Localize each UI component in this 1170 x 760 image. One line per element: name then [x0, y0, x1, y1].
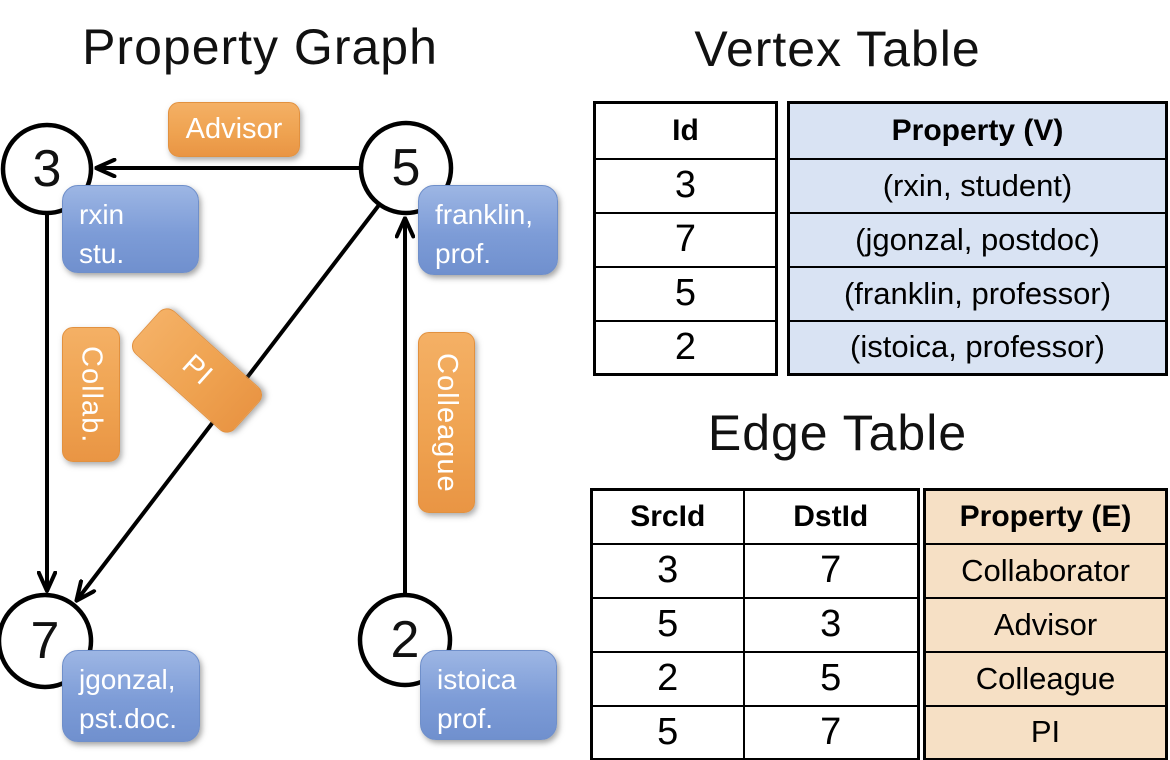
table-row: Advisor — [923, 596, 1168, 653]
edge-src-cell: 5 — [590, 596, 745, 653]
edge-property-cell: Colleague — [923, 650, 1168, 707]
vertex-label-istoica: istoica prof. — [420, 650, 557, 740]
vertex-id-cell: 5 — [593, 265, 778, 322]
vertex-property-cell: (franklin, professor) — [787, 265, 1168, 322]
edge-property-header: Property (E) — [923, 488, 1168, 545]
table-row: 5 — [593, 265, 778, 322]
vertex-table-title: Vertex Table — [694, 21, 981, 77]
edge-label-text: Advisor — [185, 113, 283, 145]
table-row: 3 — [593, 157, 778, 214]
node-id-5: 5 — [391, 139, 421, 197]
vertex-property-cell: (istoica, professor) — [787, 319, 1168, 376]
vertex-label-line: stu. — [79, 238, 125, 269]
vertex-label-line: rxin — [79, 199, 125, 230]
table-row: 7 — [593, 211, 778, 268]
edge-dst-cell: 7 — [742, 542, 920, 599]
edge-dst-cell: 7 — [742, 704, 920, 760]
table-row: Collaborator — [923, 542, 1168, 599]
vertex-label-line: pst.doc. — [79, 703, 178, 734]
edge-label-text: Colleague — [431, 352, 463, 493]
vertex-prop-body: (rxin, student)(jgonzal, postdoc)(frankl… — [787, 157, 1168, 376]
table-row: (istoica, professor) — [787, 319, 1168, 376]
table-row: PI — [923, 704, 1168, 760]
vertex-label-line: prof. — [435, 238, 492, 269]
edge-label-text: Collab. — [75, 345, 108, 444]
property-graph-title: Property Graph — [82, 19, 438, 75]
edge-src-header: SrcId — [590, 488, 745, 545]
vertex-label-line: franklin, — [435, 199, 534, 230]
node-id-3: 3 — [32, 140, 62, 198]
vertex-property-cell: (jgonzal, postdoc) — [787, 211, 1168, 268]
edge-label-colleague: Colleague — [418, 332, 475, 513]
vertex-label-rxin: rxin stu. — [62, 185, 199, 273]
vertex-label-line: prof. — [437, 703, 494, 734]
table-row: (rxin, student) — [787, 157, 1168, 214]
edge-label-advisor: Advisor — [168, 102, 300, 157]
vertex-property-header: Property (V) — [787, 101, 1168, 160]
vertex-label-franklin: franklin, prof. — [418, 185, 558, 275]
vertex-id-cell: 7 — [593, 211, 778, 268]
vertex-label-line: istoica — [437, 664, 517, 695]
vertex-table-property-column: Property (V) (rxin, student)(jgonzal, po… — [787, 101, 1168, 376]
node-id-2: 2 — [390, 611, 420, 669]
table-row: Colleague — [923, 650, 1168, 707]
edge-label-text: PI — [175, 348, 219, 392]
vertex-id-header: Id — [593, 101, 778, 160]
edge-property-cell: Collaborator — [923, 542, 1168, 599]
edge-dst-header: DstId — [742, 488, 920, 545]
table-row: 2 — [593, 319, 778, 376]
vertex-property-cell: (rxin, student) — [787, 157, 1168, 214]
edge-dst-cell: 3 — [742, 596, 920, 653]
node-id-7: 7 — [30, 612, 60, 670]
vertex-id-cell: 2 — [593, 319, 778, 376]
vertex-id-cell: 3 — [593, 157, 778, 214]
edge-label-collab: Collab. — [62, 327, 120, 462]
vertex-label-line: jgonzal, — [79, 664, 176, 695]
table-row: (franklin, professor) — [787, 265, 1168, 322]
edge-src-cell: 2 — [590, 650, 745, 707]
table-row: (jgonzal, postdoc) — [787, 211, 1168, 268]
edge-src-cell: 5 — [590, 704, 745, 760]
vertex-label-jgonzal: jgonzal, pst.doc. — [62, 650, 200, 742]
edge-src-cell: 3 — [590, 542, 745, 599]
edge-dst-cell: 5 — [742, 650, 920, 707]
edge-property-cell: PI — [923, 704, 1168, 760]
edge-table-title: Edge Table — [707, 405, 968, 461]
edge-property-cell: Advisor — [923, 596, 1168, 653]
